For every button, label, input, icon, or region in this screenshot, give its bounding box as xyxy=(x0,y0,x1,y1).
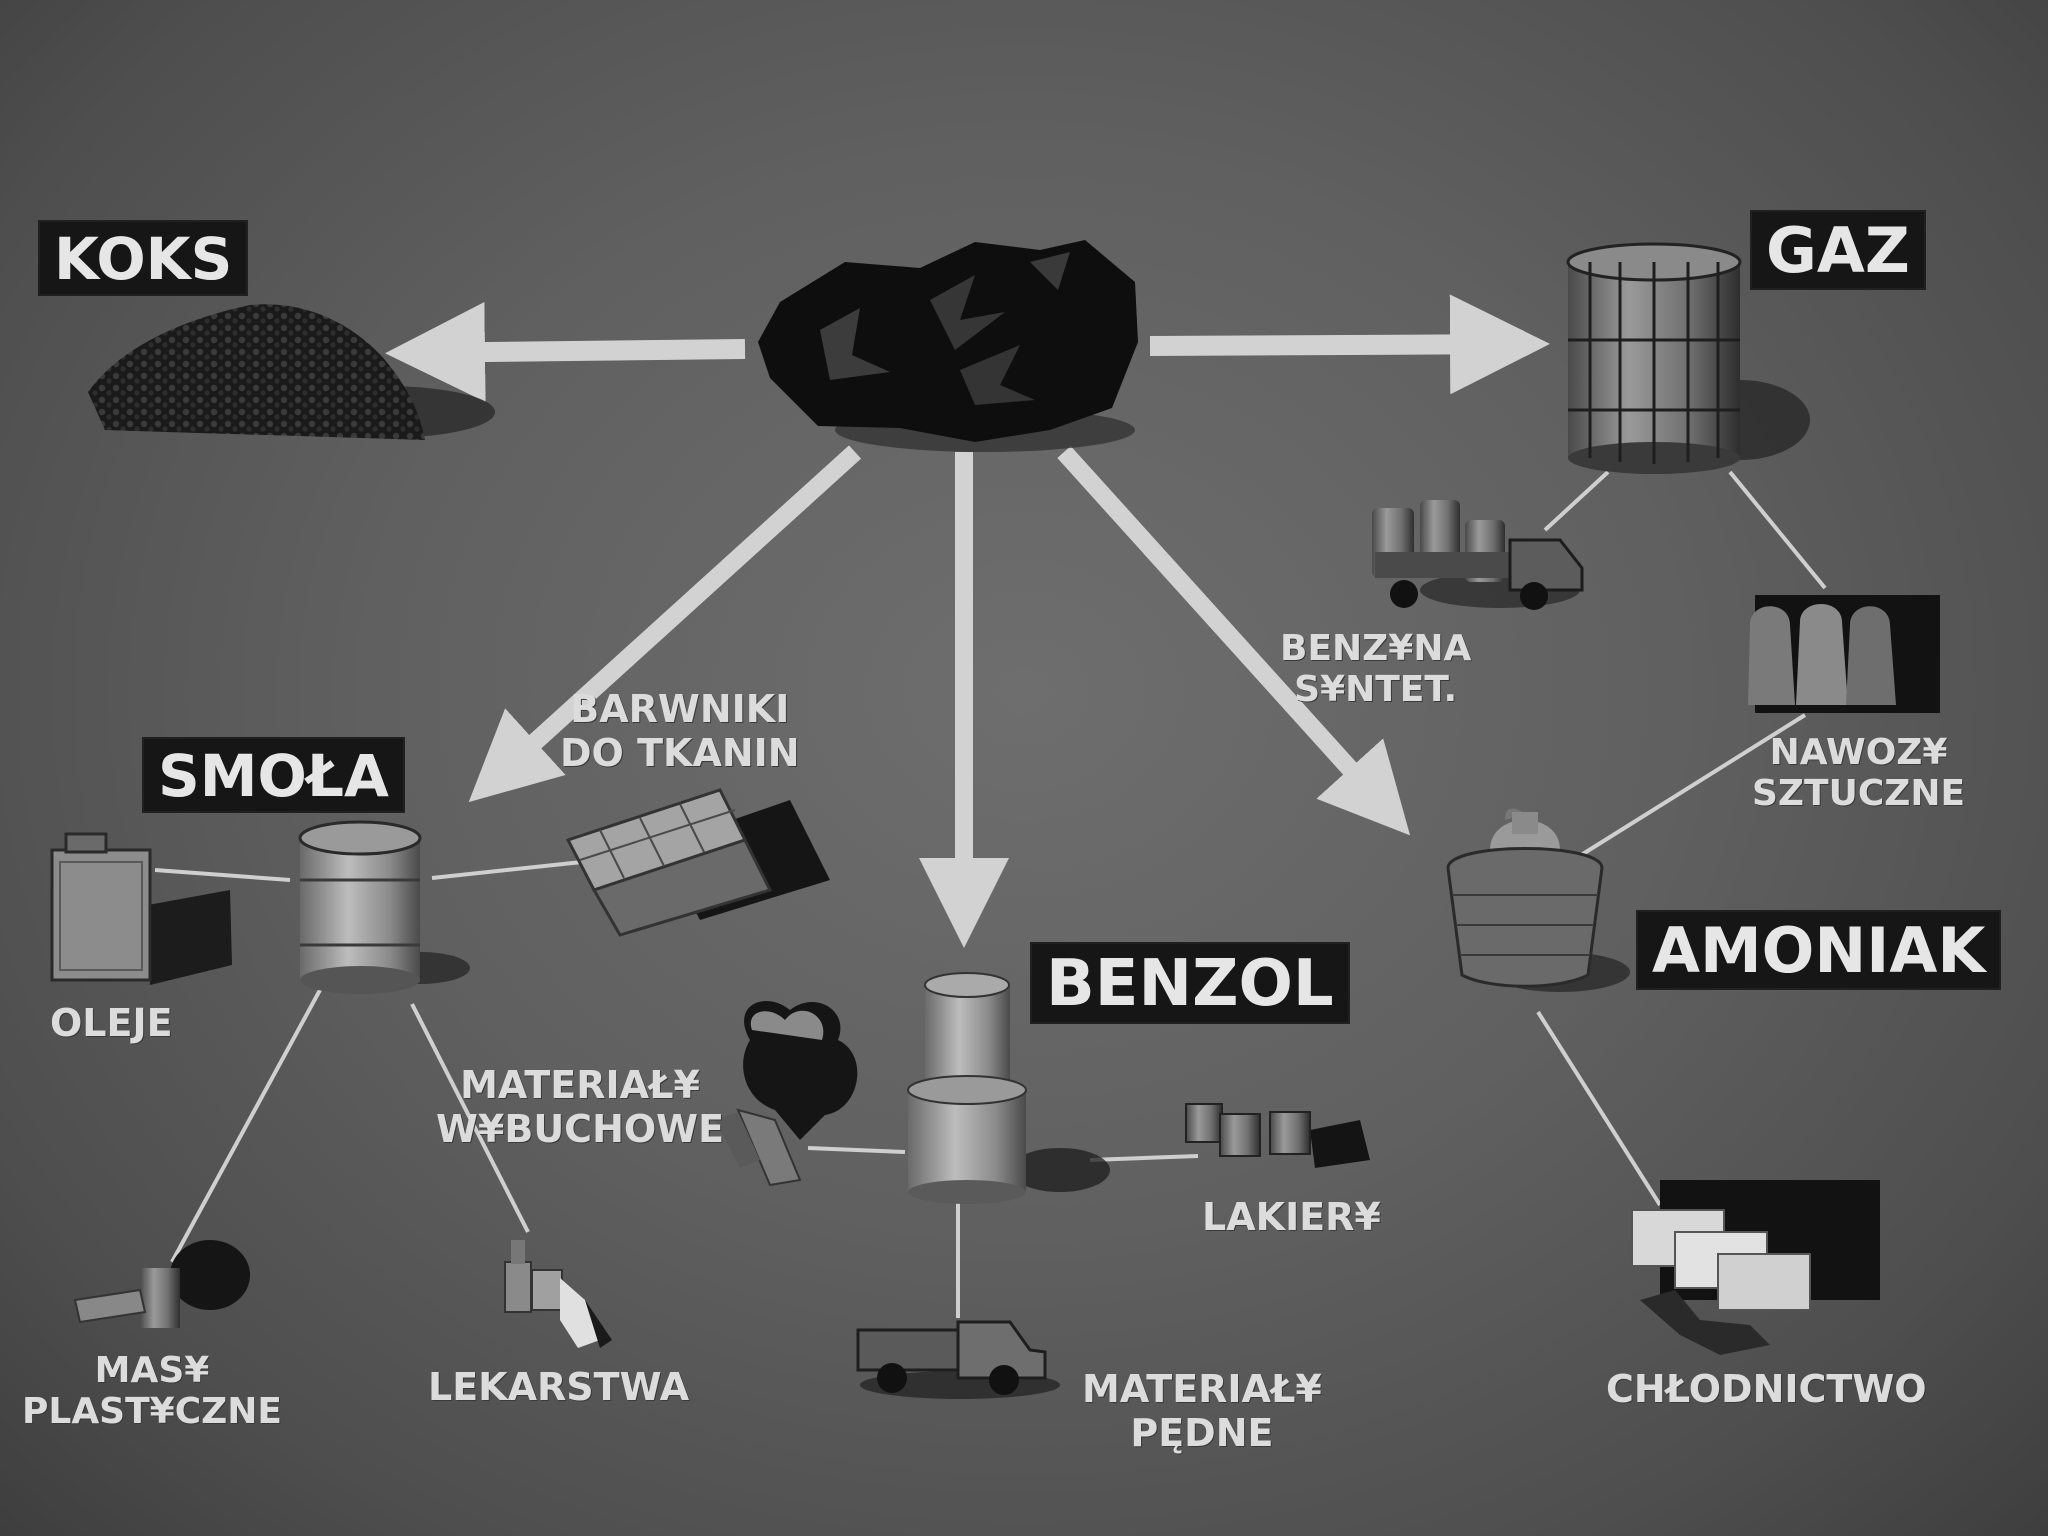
arrow-to-smola xyxy=(468,445,862,803)
varnish-cans-image xyxy=(1185,1103,1370,1168)
koks-heap-image xyxy=(88,304,495,440)
product-label-materialy-pedne-line1: MATERIAŁ¥ xyxy=(1082,1367,1322,1411)
product-label-materialy-wybuchowe-line1: MATERIAŁ¥ xyxy=(460,1063,700,1107)
fertilizer-sacks-image xyxy=(1748,595,1940,713)
product-label-lakiery: LAKIER¥ xyxy=(1202,1195,1381,1239)
arrow-to-koks xyxy=(385,302,746,403)
oil-can-image xyxy=(50,832,232,985)
product-label-materialy-wybuchowe-line2: W¥BUCHOWE xyxy=(436,1106,725,1151)
node-label-benzol: BENZOL xyxy=(1030,942,1350,1024)
product-label-masy-line2: PLAST¥CZNE xyxy=(22,1391,282,1433)
product-label-nawozy: NAWOZ¥ SZTUCZNE xyxy=(1752,732,1965,815)
medicine-bottles-image xyxy=(504,1240,612,1348)
product-label-nawozy-line2: SZTUCZNE xyxy=(1752,773,1966,815)
plastics-image xyxy=(73,1240,250,1328)
product-label-benzyna-line1: BENZ¥NA xyxy=(1280,628,1472,669)
node-label-koks: KOKS xyxy=(38,220,249,296)
arrow-to-gaz xyxy=(1149,294,1550,395)
coal-lump xyxy=(758,240,1138,452)
gasholder-image xyxy=(1566,242,1810,474)
product-label-masy-plastyczne: MAS¥ PLAST¥CZNE xyxy=(22,1350,282,1433)
product-label-oleje: OLEJE xyxy=(50,1001,173,1045)
product-label-materialy-pedne: MATERIAŁ¥ PĘDNE xyxy=(1082,1367,1322,1455)
benzol-tank-image xyxy=(907,972,1110,1204)
tar-drum-image xyxy=(298,820,470,994)
explosives-image xyxy=(715,1001,858,1187)
node-label-amoniak: AMONIAK xyxy=(1636,910,2002,990)
arrow-to-amoniak xyxy=(1057,445,1411,836)
product-label-lekarstwa: LEKARSTWA xyxy=(428,1365,690,1409)
product-label-barwniki-line2: DO TKANIN xyxy=(560,730,800,775)
product-label-nawozy-line1: NAWOZ¥ xyxy=(1769,732,1948,773)
product-label-barwniki-line1: BARWNIKI xyxy=(570,687,790,731)
gas-truck-image xyxy=(1372,500,1584,610)
product-label-benzyna: BENZ¥NA S¥NTET. xyxy=(1280,628,1471,711)
product-label-benzyna-line2: S¥NTET. xyxy=(1294,669,1458,711)
amoniak-carboy-image xyxy=(1446,808,1630,992)
node-label-smola: SMOŁA xyxy=(142,737,405,813)
product-label-barwniki: BARWNIKI DO TKANIN xyxy=(560,687,800,775)
product-label-materialy-pedne-line2: PĘDNE xyxy=(1130,1410,1274,1455)
connector-lines xyxy=(154,470,1827,1318)
product-label-masy-line1: MAS¥ xyxy=(94,1350,210,1391)
fabric-roll-image xyxy=(565,788,830,937)
product-label-chlodnictwo: CHŁODNICTWO xyxy=(1606,1367,1927,1411)
node-label-gaz: GAZ xyxy=(1750,210,1926,290)
product-label-materialy-wybuchowe: MATERIAŁ¥ W¥BUCHOWE xyxy=(436,1063,725,1151)
ice-blocks-image xyxy=(1631,1180,1880,1355)
fuel-truck-image xyxy=(856,1320,1060,1399)
